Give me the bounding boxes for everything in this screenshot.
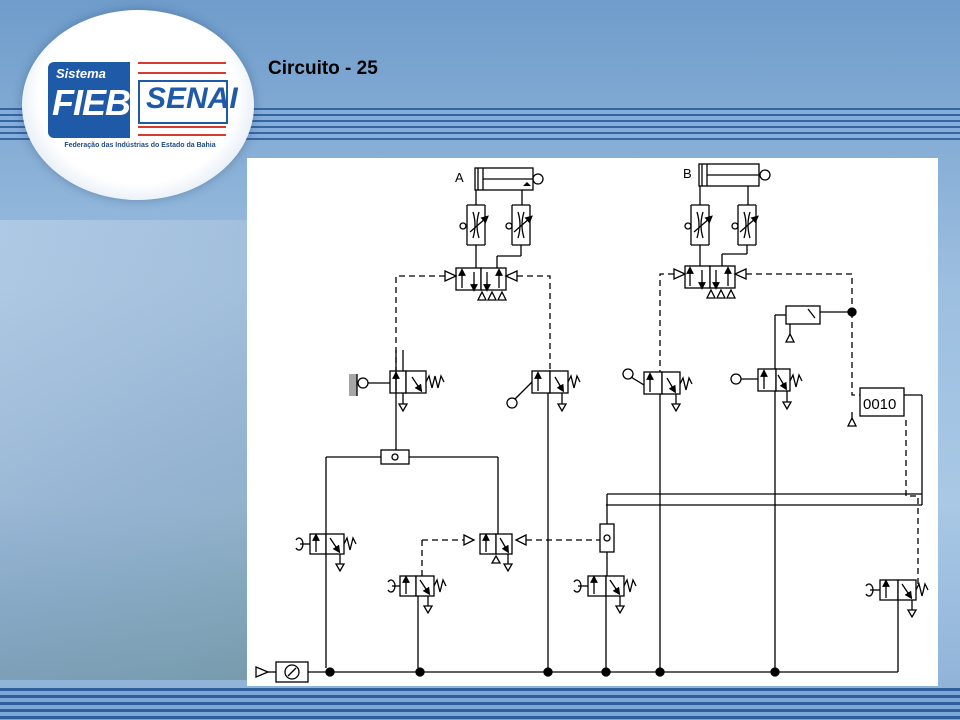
logo-fieb-text: FIEB [52, 82, 131, 123]
pneumatic-circuit-diagram: A B 0010 [255, 163, 929, 683]
cylinder-b-label: B [683, 166, 692, 181]
diagram-panel: A B 0010 [247, 158, 938, 686]
logo-red-line-bottom2 [138, 134, 226, 136]
shuttle-valve-2 [599, 493, 922, 576]
page-title: Circuito - 25 [268, 58, 378, 79]
shuttle-valve-1 [325, 350, 499, 534]
logo-senai-box [138, 80, 228, 124]
cylinder-b [698, 163, 771, 187]
valve-3-2-roller-1 [349, 370, 445, 413]
pilot-lines [395, 273, 919, 586]
supply-line [255, 307, 898, 683]
logo-red-line-bottom [138, 126, 226, 128]
logo-caption: Federação das Indústrias do Estado da Ba… [64, 142, 216, 149]
flow-control-a-right [496, 190, 533, 268]
logo-red-line-top2 [138, 72, 226, 74]
logo-fieb-block [48, 62, 130, 138]
flow-control-a-left [459, 190, 489, 268]
valve-3-2-roller-4 [730, 368, 803, 668]
logo-senai-text: SENAI [146, 82, 238, 115]
logo-sistema: Sistema [56, 66, 106, 81]
valve-3-2-roller-2 [506, 370, 581, 668]
valve-5-2-a [444, 267, 518, 301]
counter [606, 387, 923, 506]
pushbutton-valve-4 [865, 579, 929, 672]
flow-control-b-left [684, 186, 713, 266]
pressure-switch [774, 305, 852, 369]
background-building-photo [0, 220, 250, 680]
valve-5-2-b [673, 265, 747, 299]
counter-value: 0010 [863, 396, 896, 413]
cylinder-a-label: A [455, 170, 464, 185]
pushbutton-valve-2 [387, 575, 447, 668]
pilot-valve-3-2 [463, 533, 527, 573]
pushbutton-valve-3 [573, 575, 637, 668]
flow-control-b-right [721, 186, 759, 266]
cylinder-a [474, 167, 544, 191]
footer-stripes [0, 688, 960, 720]
pushbutton-valve-1 [295, 533, 357, 668]
logo-red-line-top [138, 62, 226, 64]
valve-3-2-roller-3 [622, 368, 693, 668]
